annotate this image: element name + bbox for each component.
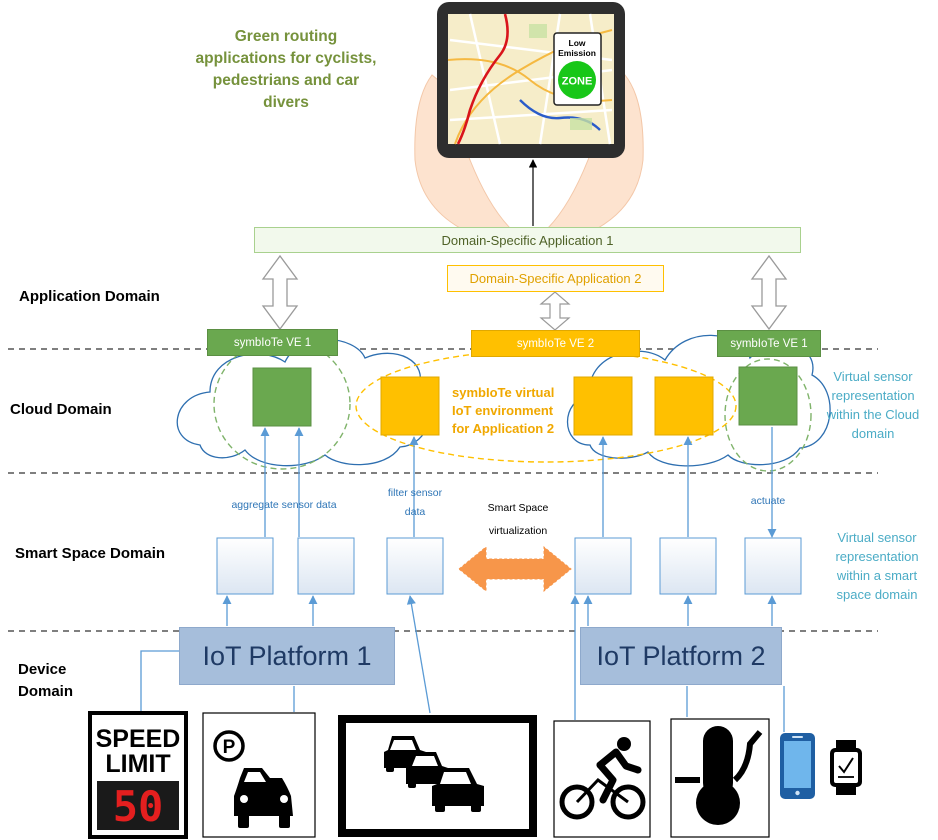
virtual-iot-environment-text: symbIoTe virtual IoT environment for App… [452, 384, 582, 438]
virtualization-line-2: virtualization [488, 525, 548, 537]
headline-line-2: applications for cyclists, [195, 50, 377, 67]
headline-line-4: divers [263, 94, 309, 111]
cloud-note-line-2: representation [831, 388, 915, 403]
device-domain-line-1: Device [18, 661, 67, 678]
tablet-device: Low Emission ZONE [437, 2, 625, 158]
device-domain-line-2: Domain [18, 683, 74, 700]
smart-sensor-1 [216, 537, 274, 595]
cloud-sensor-green-2 [738, 366, 798, 426]
svg-text:SPEED: SPEED [96, 725, 181, 753]
orange-virtualization-arrow [458, 545, 572, 593]
hollow-double-arrow-right [750, 254, 788, 331]
symbiote-ve2-label: symbIoTe VE 2 [471, 330, 640, 357]
parking-car-icon: P [202, 712, 316, 838]
svg-text:Emission: Emission [558, 48, 596, 58]
dashed-ellipse-right-ve1 [724, 358, 812, 472]
iot-platform-1[interactable]: IoT Platform 1 [179, 627, 395, 685]
low-emission-zone-sign: Low Emission ZONE [553, 32, 602, 106]
filter-label-line-1: filter sensor [387, 487, 443, 499]
smart-note-line-3: within a smart [836, 568, 918, 583]
svg-text:LIMIT: LIMIT [105, 750, 170, 778]
cloud-sensor-orange-3 [654, 376, 714, 436]
smart-note-line-2: representation [835, 549, 919, 564]
smart-sensor-4 [574, 537, 632, 595]
actuate-label: actuate [750, 495, 786, 507]
smart-space-domain-label: Smart Space Domain [15, 545, 166, 562]
virtual-env-line-1: symbIoTe virtual [452, 385, 555, 400]
svg-text:Low: Low [569, 38, 586, 48]
virtualization-line-1: Smart Space [487, 502, 549, 514]
cloud-note-line-4: domain [851, 426, 895, 441]
svg-text:50: 50 [113, 782, 164, 831]
traffic-jam-icon [338, 715, 537, 837]
cloud-note-line-1: Virtual sensor [833, 369, 913, 384]
svg-text:ZONE: ZONE [562, 76, 593, 88]
cloud-representation-note: Virtual sensor representation within the… [812, 367, 934, 443]
smartwatch-icon [830, 740, 862, 795]
aggregate-sensor-data-label: aggregate sensor data [231, 499, 337, 511]
smart-space-virtualization-label: Smart Space virtualization [468, 497, 568, 543]
headline-line-1: Green routing [234, 28, 338, 45]
smartphone-icon [780, 733, 815, 799]
red-route [456, 13, 509, 145]
cloud-domain-label: Cloud Domain [10, 401, 112, 418]
hollow-double-arrow-left [261, 254, 299, 331]
virtual-env-line-2: IoT environment [452, 403, 554, 418]
cloud-sensor-orange-1 [380, 376, 440, 436]
smart-sensor-6 [744, 537, 802, 595]
svg-text:P: P [223, 737, 236, 758]
virtual-env-line-3: for Application 2 [452, 421, 555, 436]
smart-note-line-1: Virtual sensor [837, 530, 917, 545]
headline-line-3: pedestrians and car [212, 72, 360, 89]
symbiote-ve1-left-label: symbIoTe VE 1 [207, 329, 338, 356]
smart-sensor-3 [386, 537, 444, 595]
filter-label-line-2: data [404, 506, 426, 518]
application-domain-label: Application Domain [19, 288, 160, 305]
domain-specific-application-2[interactable]: Domain-Specific Application 2 [447, 265, 664, 292]
cloud-sensor-orange-2 [573, 376, 633, 436]
data-flow-arrows [222, 427, 777, 720]
smart-sensor-2 [297, 537, 355, 595]
domain-specific-application-1[interactable]: Domain-Specific Application 1 [254, 227, 801, 253]
iot-platform-2[interactable]: IoT Platform 2 [580, 627, 782, 685]
smart-note-line-4: space domain [836, 587, 918, 602]
speed-limit-sign: SPEED LIMIT 50 [88, 711, 188, 839]
cyclist-icon [553, 720, 651, 838]
hollow-double-arrow-middle [539, 291, 571, 331]
smart-space-representation-note: Virtual sensor representation within a s… [816, 528, 938, 604]
smart-sensor-5 [659, 537, 717, 595]
filter-sensor-data-label: filter sensor data [376, 484, 454, 522]
headline-text: Green routing applications for cyclists,… [181, 26, 391, 114]
device-connector-lines [140, 650, 785, 732]
thermometer-icon [670, 718, 770, 838]
cloud-note-line-3: within the Cloud [826, 407, 920, 422]
cloud-sensor-green-1 [252, 367, 312, 427]
symbiote-ve1-right-label: symbIoTe VE 1 [717, 330, 821, 357]
device-domain-label: Device Domain [18, 659, 73, 703]
